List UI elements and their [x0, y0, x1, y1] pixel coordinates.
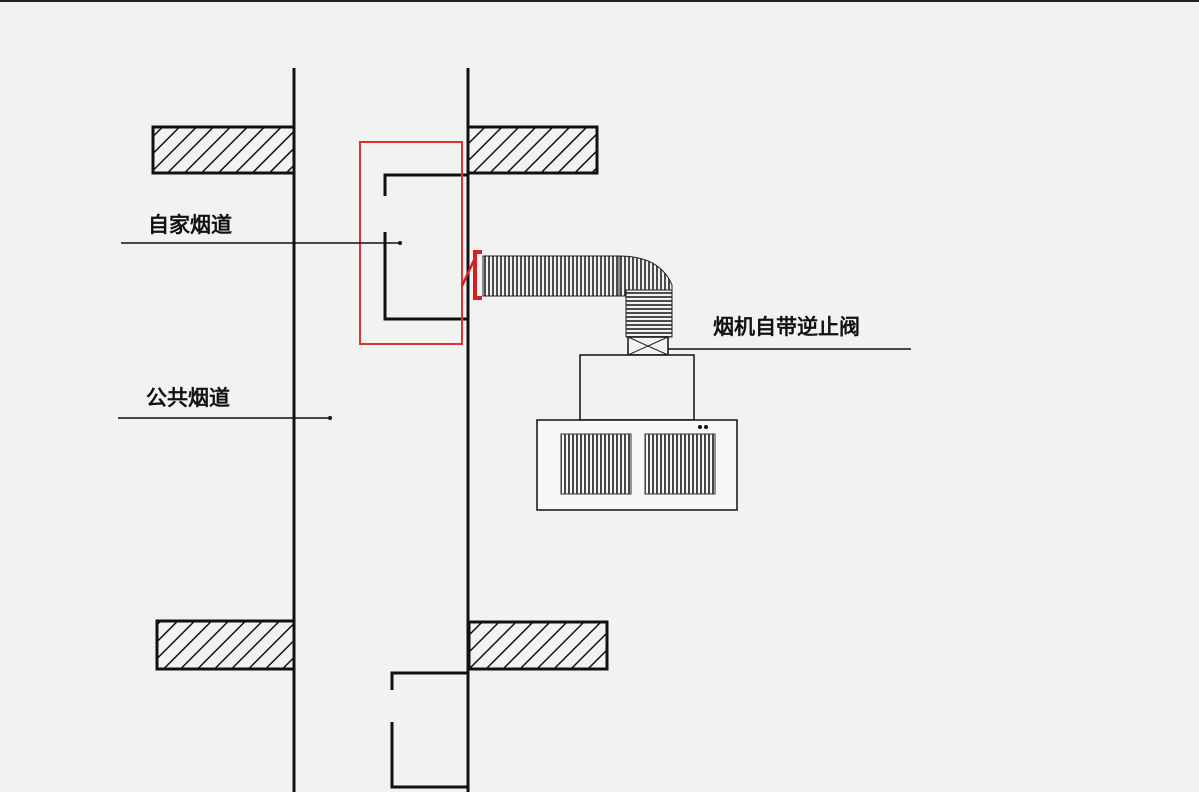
upper-slab-left	[151, 125, 296, 175]
hood-grille-left	[560, 433, 632, 495]
label-own-flue: 自家烟道	[148, 213, 232, 237]
lower-floor-slab	[155, 619, 609, 671]
range-hood-body	[579, 354, 695, 421]
label-public-flue: 公共烟道	[146, 386, 230, 410]
lower-slab-left	[155, 619, 296, 671]
exhaust-hose	[482, 255, 673, 338]
label-check-valve: 烟机自带逆止阀	[713, 315, 860, 339]
hood-indicator-2	[704, 425, 708, 429]
own-flue-upper	[383, 173, 467, 196]
lower-slab-right	[467, 620, 609, 671]
upper-slab-right	[466, 125, 599, 175]
hood-indicator-1	[698, 425, 702, 429]
check-valve	[460, 250, 482, 300]
hood-grille-right	[644, 433, 716, 495]
own-flue-upper-lower-part	[383, 232, 467, 321]
own-flue-lower-lower-part	[390, 722, 470, 789]
own-flue-lower	[390, 671, 468, 690]
upper-floor-slab	[151, 125, 599, 175]
